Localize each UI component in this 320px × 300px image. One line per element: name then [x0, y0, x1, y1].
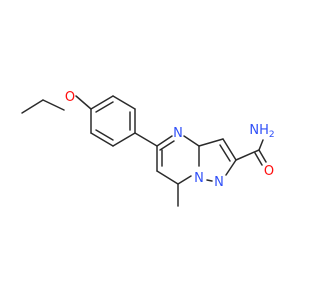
bond — [222, 138, 237, 161]
bond — [21, 99, 44, 114]
bond — [134, 132, 158, 147]
bond — [156, 135, 173, 147]
bond-inner — [95, 101, 114, 113]
bond — [219, 144, 231, 162]
bond — [90, 132, 114, 147]
molecule-diagram: O N N N NH2 O — [21, 90, 275, 207]
bond-inner — [95, 129, 114, 141]
atom-label-oxygen: O — [264, 164, 274, 179]
bond — [235, 149, 260, 161]
bond — [225, 159, 237, 176]
atom-labels: O N N N NH2 O — [65, 90, 275, 190]
atom-label-amine-main: NH — [249, 123, 269, 138]
atom-label-oxygen: O — [65, 90, 75, 105]
structure-canvas: O N N N NH2 O — [21, 90, 275, 207]
bond — [258, 149, 267, 163]
bond — [177, 175, 192, 185]
atom-label-nitrogen: N — [214, 175, 224, 190]
bonds — [21, 95, 267, 207]
bond — [206, 179, 213, 182]
bond — [183, 135, 200, 147]
bond — [112, 132, 136, 147]
atom-label-nitrogen: N — [173, 126, 183, 141]
bond — [159, 140, 175, 151]
bond — [90, 95, 114, 110]
atom-label-amine: NH2 — [249, 123, 274, 140]
bond — [42, 99, 65, 111]
bond — [258, 139, 264, 151]
bond — [112, 95, 136, 110]
bond — [75, 95, 92, 110]
bond — [156, 170, 179, 185]
bond — [198, 138, 224, 147]
atom-label-nitrogen: N — [194, 171, 204, 186]
bond — [254, 152, 263, 166]
atom-label-amine-subscript: 2 — [269, 130, 275, 140]
